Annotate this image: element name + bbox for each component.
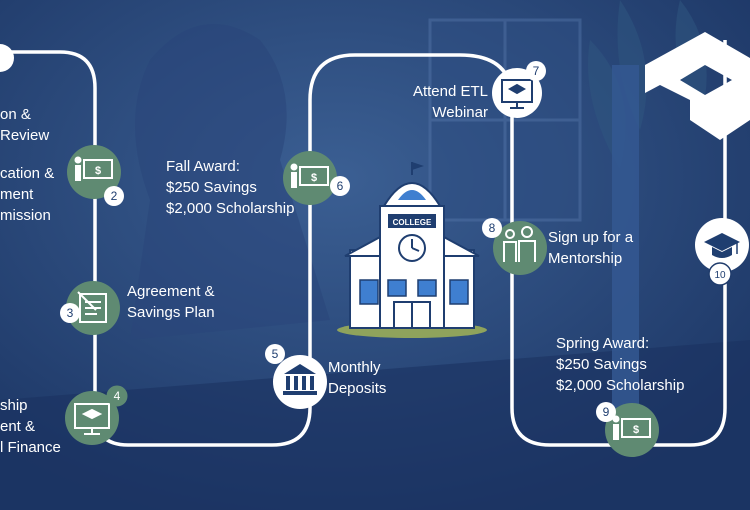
monitor-graduation-icon	[74, 403, 110, 435]
bank-icon	[283, 364, 317, 395]
step-4-line-2: ent &	[0, 418, 36, 435]
step-6-node: $	[283, 151, 350, 205]
step-2-line-3: mission	[0, 207, 51, 224]
step-2-label: cation & ment mission	[0, 163, 54, 226]
monitor-graduation-icon	[501, 79, 533, 109]
step-2-node: $	[67, 145, 124, 206]
step-8-label: Sign up for a Mentorship	[548, 227, 633, 269]
step-9-line-1: Spring Award:	[556, 335, 650, 352]
svg-text:$: $	[95, 165, 101, 177]
step-3-line-2: Savings Plan	[127, 304, 215, 321]
step-5-node	[265, 344, 327, 409]
background-desk	[0, 340, 750, 510]
svg-text:$: $	[311, 172, 317, 184]
step-6-line-3: $2,000 Scholarship	[166, 200, 295, 217]
banner-bar	[612, 65, 639, 445]
step-4-label: ship ent & l Finance	[0, 395, 61, 458]
step-1-node	[0, 44, 14, 72]
step-7-node	[492, 61, 546, 118]
step-7-line-2: Webinar	[432, 104, 488, 121]
step-6-label: Fall Award: $250 Savings $2,000 Scholars…	[166, 156, 294, 219]
step-3-node	[60, 281, 120, 335]
step-9-label: Spring Award: $250 Savings $2,000 Schola…	[556, 333, 684, 396]
step-8-line-1: Sign up for a	[548, 229, 634, 246]
step-4-line-1: ship	[0, 397, 28, 414]
step-4-node	[65, 385, 128, 445]
step-6-line-1: Fall Award:	[166, 158, 240, 175]
step-9-line-3: $2,000 Scholarship	[556, 377, 685, 394]
step-5-line-2: Deposits	[328, 380, 387, 397]
presenter-money-icon: $	[290, 163, 329, 188]
signed-document-icon	[77, 291, 107, 323]
step-6-line-2: $250 Savings	[166, 179, 257, 196]
step-3-line-1: Agreement &	[127, 283, 215, 300]
step-7-label: Attend ETL Webinar	[413, 81, 488, 123]
step-9-line-2: $250 Savings	[556, 356, 647, 373]
graduation-cap-icon	[704, 233, 740, 258]
svg-text:$: $	[633, 424, 639, 436]
step-8-line-2: Mentorship	[548, 250, 623, 267]
presenter-money-icon: $	[74, 156, 113, 181]
step-1-line-2: Review	[0, 127, 50, 144]
graduation-cap-logo-icon	[645, 32, 750, 140]
step-8-node	[482, 218, 547, 275]
step-1-line-1: on &	[0, 106, 31, 123]
people-icon	[503, 226, 536, 262]
step-7-line-1: Attend ETL	[412, 83, 488, 100]
step-5-line-1: Monthly	[328, 359, 381, 376]
step-1-label: on & Review	[0, 104, 49, 146]
step-9-node: $	[596, 402, 659, 457]
step-5-label: Monthly Deposits	[328, 357, 386, 399]
college-building-icon	[337, 162, 487, 338]
step-4-line-3: l Finance	[0, 439, 61, 456]
step-10-node	[695, 218, 749, 286]
step-2-line-2: ment	[0, 186, 34, 203]
step-2-line-1: cation &	[0, 165, 55, 182]
step-3-label: Agreement & Savings Plan	[127, 281, 215, 323]
background-person	[130, 24, 330, 340]
